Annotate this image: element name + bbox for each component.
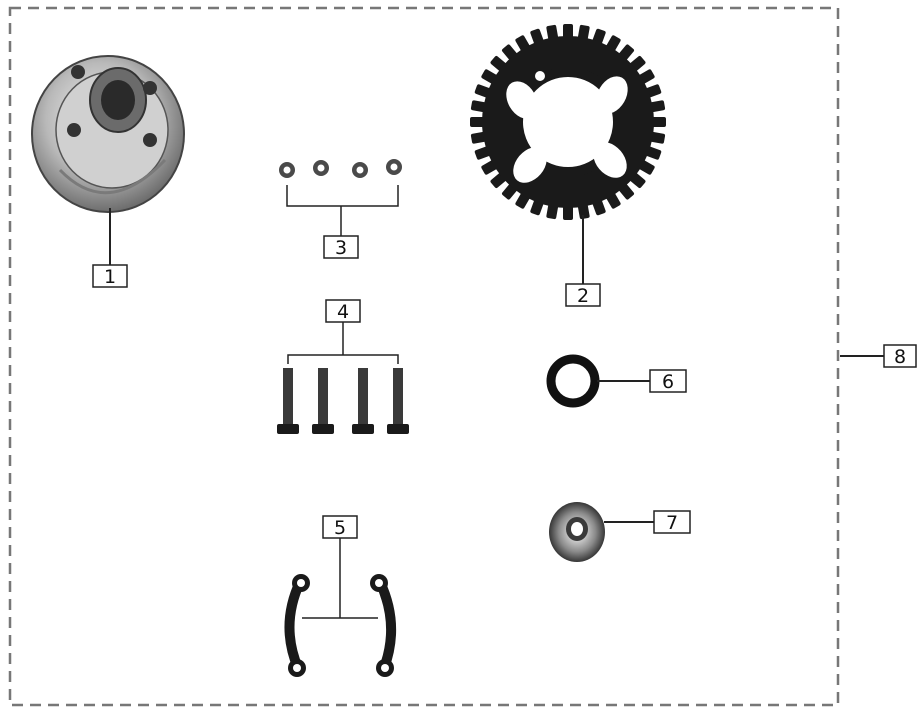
callout-2: 2 (565, 283, 601, 307)
lock-plate-icon (284, 574, 397, 677)
callout-5: 5 (322, 515, 358, 539)
callout-7: 7 (653, 510, 691, 534)
callout-label-2: 2 (577, 285, 589, 307)
sprocket-tooth (650, 117, 666, 127)
sprocket-tooth (563, 204, 573, 220)
sprocket-icon (470, 24, 666, 220)
callout-4: 4 (325, 299, 361, 323)
callout-3: 3 (323, 235, 359, 259)
callout-label-7: 7 (666, 512, 678, 534)
callout-label-1: 1 (104, 266, 116, 288)
nut-icon (279, 159, 402, 178)
bolt-icon (277, 368, 409, 434)
oil-seal-icon (546, 354, 600, 408)
callout-label-5: 5 (334, 517, 346, 539)
leader-line-3 (286, 185, 399, 236)
callout-1: 1 (92, 264, 128, 288)
sprocket-tooth (470, 117, 486, 127)
callout-label-4: 4 (337, 301, 349, 323)
assembly-group-border (8, 6, 840, 707)
callout-label-3: 3 (335, 237, 347, 259)
bearing-icon (549, 502, 605, 562)
callout-label-8: 8 (894, 346, 906, 368)
leader-line-4 (287, 322, 399, 364)
sprocket-tooth (563, 24, 573, 40)
callout-6: 6 (649, 369, 687, 393)
wheel-hub-icon (31, 55, 185, 213)
leader-line-5 (302, 538, 378, 619)
callout-label-6: 6 (662, 371, 674, 393)
callout-8: 8 (883, 344, 917, 368)
